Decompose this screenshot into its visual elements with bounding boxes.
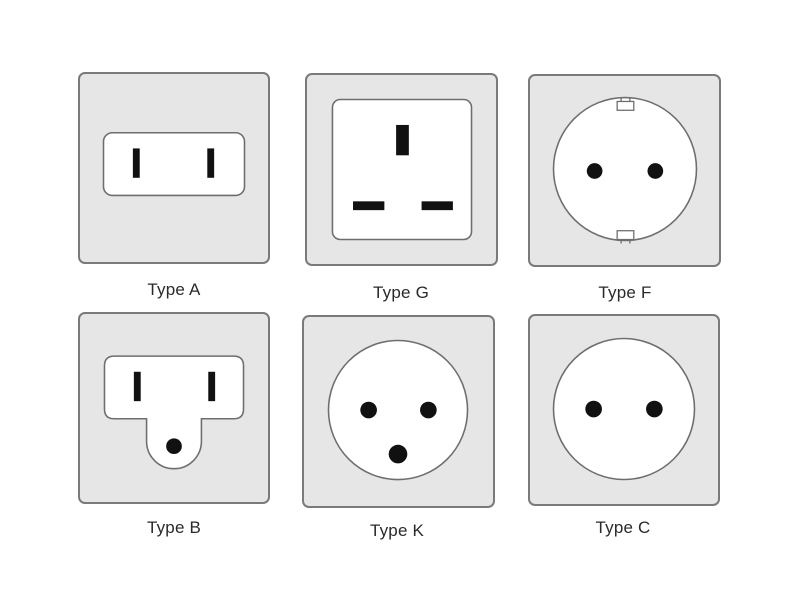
round-pin-hole (585, 400, 602, 418)
flat-pin-slot (207, 148, 215, 178)
socket-type-b-label: Type B (146, 518, 202, 537)
earth-clip (616, 100, 635, 111)
round-pin-hole (586, 163, 603, 179)
flat-pin-slot (132, 148, 140, 178)
socket-type-a-label: Type A (147, 280, 201, 299)
rect-pin-slot (353, 201, 385, 211)
socket-type-b (78, 312, 270, 504)
socket-type-g (305, 73, 498, 266)
flat-pin-slot (133, 371, 141, 402)
ground-pin-hole (388, 444, 408, 464)
earth-pin-slot (396, 124, 409, 156)
socket-type-a (78, 72, 270, 264)
socket-type-k-label: Type K (369, 521, 425, 540)
socket-type-b-face (103, 355, 245, 470)
socket-type-k (302, 315, 495, 508)
socket-type-k-face (327, 339, 469, 481)
earth-clip (616, 230, 635, 241)
socket-type-g-label: Type G (372, 283, 429, 302)
ground-pin-hole (166, 438, 182, 455)
flat-pin-slot (208, 371, 216, 402)
socket-type-f (528, 74, 721, 267)
socket-type-c-face (552, 337, 696, 481)
socket-type-a-face (102, 131, 246, 197)
socket-type-c (528, 314, 720, 506)
round-pin-hole (420, 401, 437, 419)
round-pin-hole (360, 401, 377, 419)
socket-type-g-face (331, 98, 473, 241)
round-pin-hole (646, 400, 663, 418)
socket-type-f-label: Type F (598, 283, 652, 302)
socket-type-f-face (552, 96, 698, 244)
rect-pin-slot (421, 201, 453, 211)
socket-type-c-label: Type C (595, 518, 651, 537)
round-pin-hole (647, 163, 664, 179)
